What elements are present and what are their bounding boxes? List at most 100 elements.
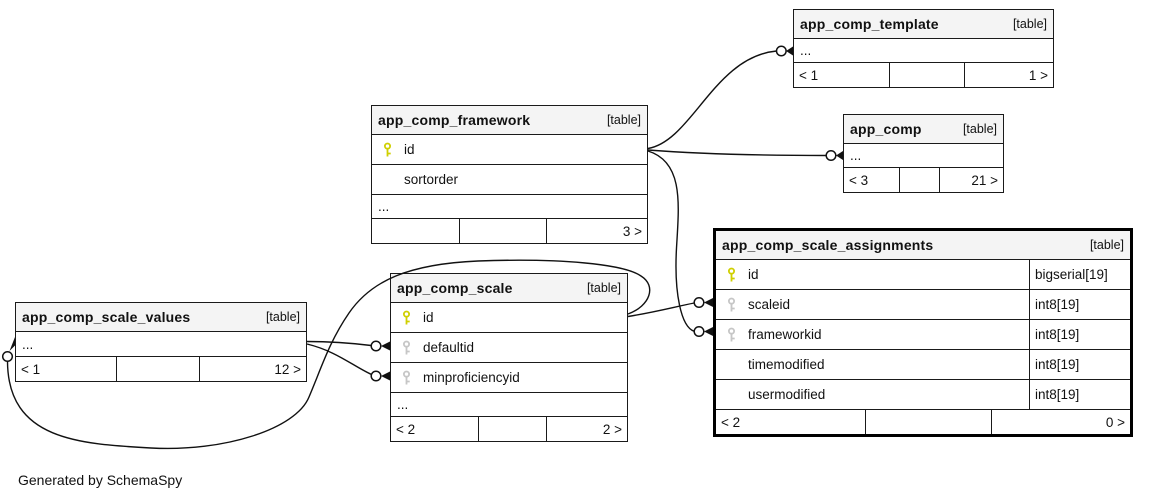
table-footer: < 2 0 > (716, 409, 1130, 434)
table-badge: [table] (586, 281, 621, 295)
footer-mid-cell (459, 219, 546, 243)
column-row: scaleid int8[19] (716, 289, 1130, 319)
edge-framework-template (647, 50, 777, 150)
edge-endpoint-circle (370, 370, 382, 382)
table-title: app_comp_scale_values (22, 309, 191, 325)
edge-endpoint-arrow (836, 151, 843, 160)
table-title: app_comp (850, 121, 922, 137)
table-badge: [table] (265, 310, 300, 324)
footer-in-count: < 1 (21, 361, 41, 377)
collapsed-columns-row: ... (794, 38, 1053, 62)
column-name: scaleid (748, 297, 791, 312)
generator-credit: Generated by SchemaSpy (18, 472, 183, 488)
column-name: id (748, 267, 759, 282)
column-row: id (372, 134, 647, 164)
footer-out-count: 3 > (546, 219, 647, 243)
primary-key-icon (382, 142, 393, 157)
column-name: id (423, 310, 434, 325)
footer-in-count: < 2 (721, 414, 741, 430)
edge-endpoint-arrow (381, 341, 390, 351)
column-row: id bigserial[19] (716, 259, 1130, 289)
column-type: bigserial[19] (1029, 260, 1130, 289)
edge-endpoint-arrow (381, 371, 390, 381)
collapsed-columns-row: ... (391, 392, 627, 416)
footer-in-count (372, 219, 459, 243)
table-app-comp-scale-values[interactable]: app_comp_scale_values [table] ... < 1 12… (15, 302, 307, 382)
column-type: int8[19] (1029, 350, 1130, 379)
table-footer: 3 > (372, 218, 647, 243)
primary-key-icon (401, 310, 412, 325)
table-title: app_comp_scale (397, 280, 513, 296)
table-header[interactable]: app_comp_scale [table] (391, 274, 627, 302)
column-name: ... (378, 199, 390, 214)
column-name: id (404, 142, 415, 157)
collapsed-columns-row: ... (16, 331, 306, 356)
table-app-comp-scale[interactable]: app_comp_scale [table] id defaultid minp… (390, 273, 628, 442)
column-name: frameworkid (748, 327, 822, 342)
foreign-key-icon (726, 327, 737, 342)
column-row: sortorder (372, 164, 647, 194)
edge-endpoint-circle (775, 45, 787, 57)
column-name: ... (22, 336, 34, 352)
table-title: app_comp_scale_assignments (722, 237, 934, 253)
edge-framework-appcomp (647, 149, 827, 157)
table-footer: < 1 12 > (16, 356, 306, 381)
footer-mid-cell (899, 168, 939, 192)
footer-mid-cell (478, 417, 546, 441)
table-badge: [table] (1089, 238, 1124, 252)
table-app-comp-scale-assignments[interactable]: app_comp_scale_assignments [table] id bi… (713, 228, 1133, 437)
primary-key-icon (726, 267, 737, 282)
table-badge: [table] (606, 113, 641, 127)
table-app-comp-framework[interactable]: app_comp_framework [table] id sortorder … (371, 105, 648, 244)
edge-framework-assignments (647, 150, 695, 332)
column-name: sortorder (404, 172, 459, 187)
foreign-key-icon (726, 297, 737, 312)
edge-endpoint-arrow (704, 298, 713, 307)
footer-in-count: < 2 (396, 421, 416, 437)
table-app-comp[interactable]: app_comp [table] ... < 3 21 > (843, 114, 1004, 193)
table-title: app_comp_framework (378, 112, 531, 128)
table-footer: < 1 1 > (794, 62, 1053, 87)
column-row: defaultid (391, 332, 627, 362)
column-row: usermodified int8[19] (716, 379, 1130, 409)
column-name: usermodified (748, 387, 826, 402)
edge-endpoint-arrow (704, 327, 713, 336)
table-footer: < 2 2 > (391, 416, 627, 441)
edge-endpoint-circle (693, 325, 705, 338)
footer-mid-cell (889, 63, 964, 87)
edge-endpoint-circle (1, 350, 14, 363)
column-name: ... (800, 43, 812, 58)
edge-endpoint-circle (370, 340, 382, 352)
column-row: id (391, 302, 627, 332)
column-name: minproficiencyid (423, 370, 520, 385)
table-header[interactable]: app_comp_scale_values [table] (16, 303, 306, 331)
footer-in-count: < 1 (799, 67, 819, 83)
footer-out-count: 1 > (964, 63, 1053, 87)
table-title: app_comp_template (800, 16, 939, 32)
table-header[interactable]: app_comp_template [table] (794, 10, 1053, 38)
column-type: int8[19] (1029, 290, 1130, 319)
table-header[interactable]: app_comp_framework [table] (372, 106, 647, 134)
edge-values-scale-defaultid (306, 340, 372, 347)
foreign-key-icon (401, 340, 412, 355)
column-name: timemodified (748, 357, 825, 372)
footer-out-count: 21 > (939, 168, 1003, 192)
column-name: ... (850, 148, 862, 163)
column-type: int8[19] (1029, 320, 1130, 349)
footer-out-count: 0 > (991, 410, 1130, 434)
table-app-comp-template[interactable]: app_comp_template [table] ... < 1 1 > (793, 9, 1054, 88)
edge-scale-assignments (627, 302, 695, 318)
column-row: timemodified int8[19] (716, 349, 1130, 379)
table-badge: [table] (962, 122, 997, 136)
footer-in-count: < 3 (849, 172, 869, 188)
table-header[interactable]: app_comp [table] (844, 115, 1003, 143)
table-header[interactable]: app_comp_scale_assignments [table] (716, 231, 1130, 259)
footer-out-count: 12 > (199, 357, 306, 381)
column-row: frameworkid int8[19] (716, 319, 1130, 349)
edge-endpoint-arrow (786, 46, 793, 56)
edge-endpoint-circle (825, 149, 837, 162)
column-name: defaultid (423, 340, 475, 355)
foreign-key-icon (401, 370, 412, 385)
footer-out-count: 2 > (546, 417, 627, 441)
